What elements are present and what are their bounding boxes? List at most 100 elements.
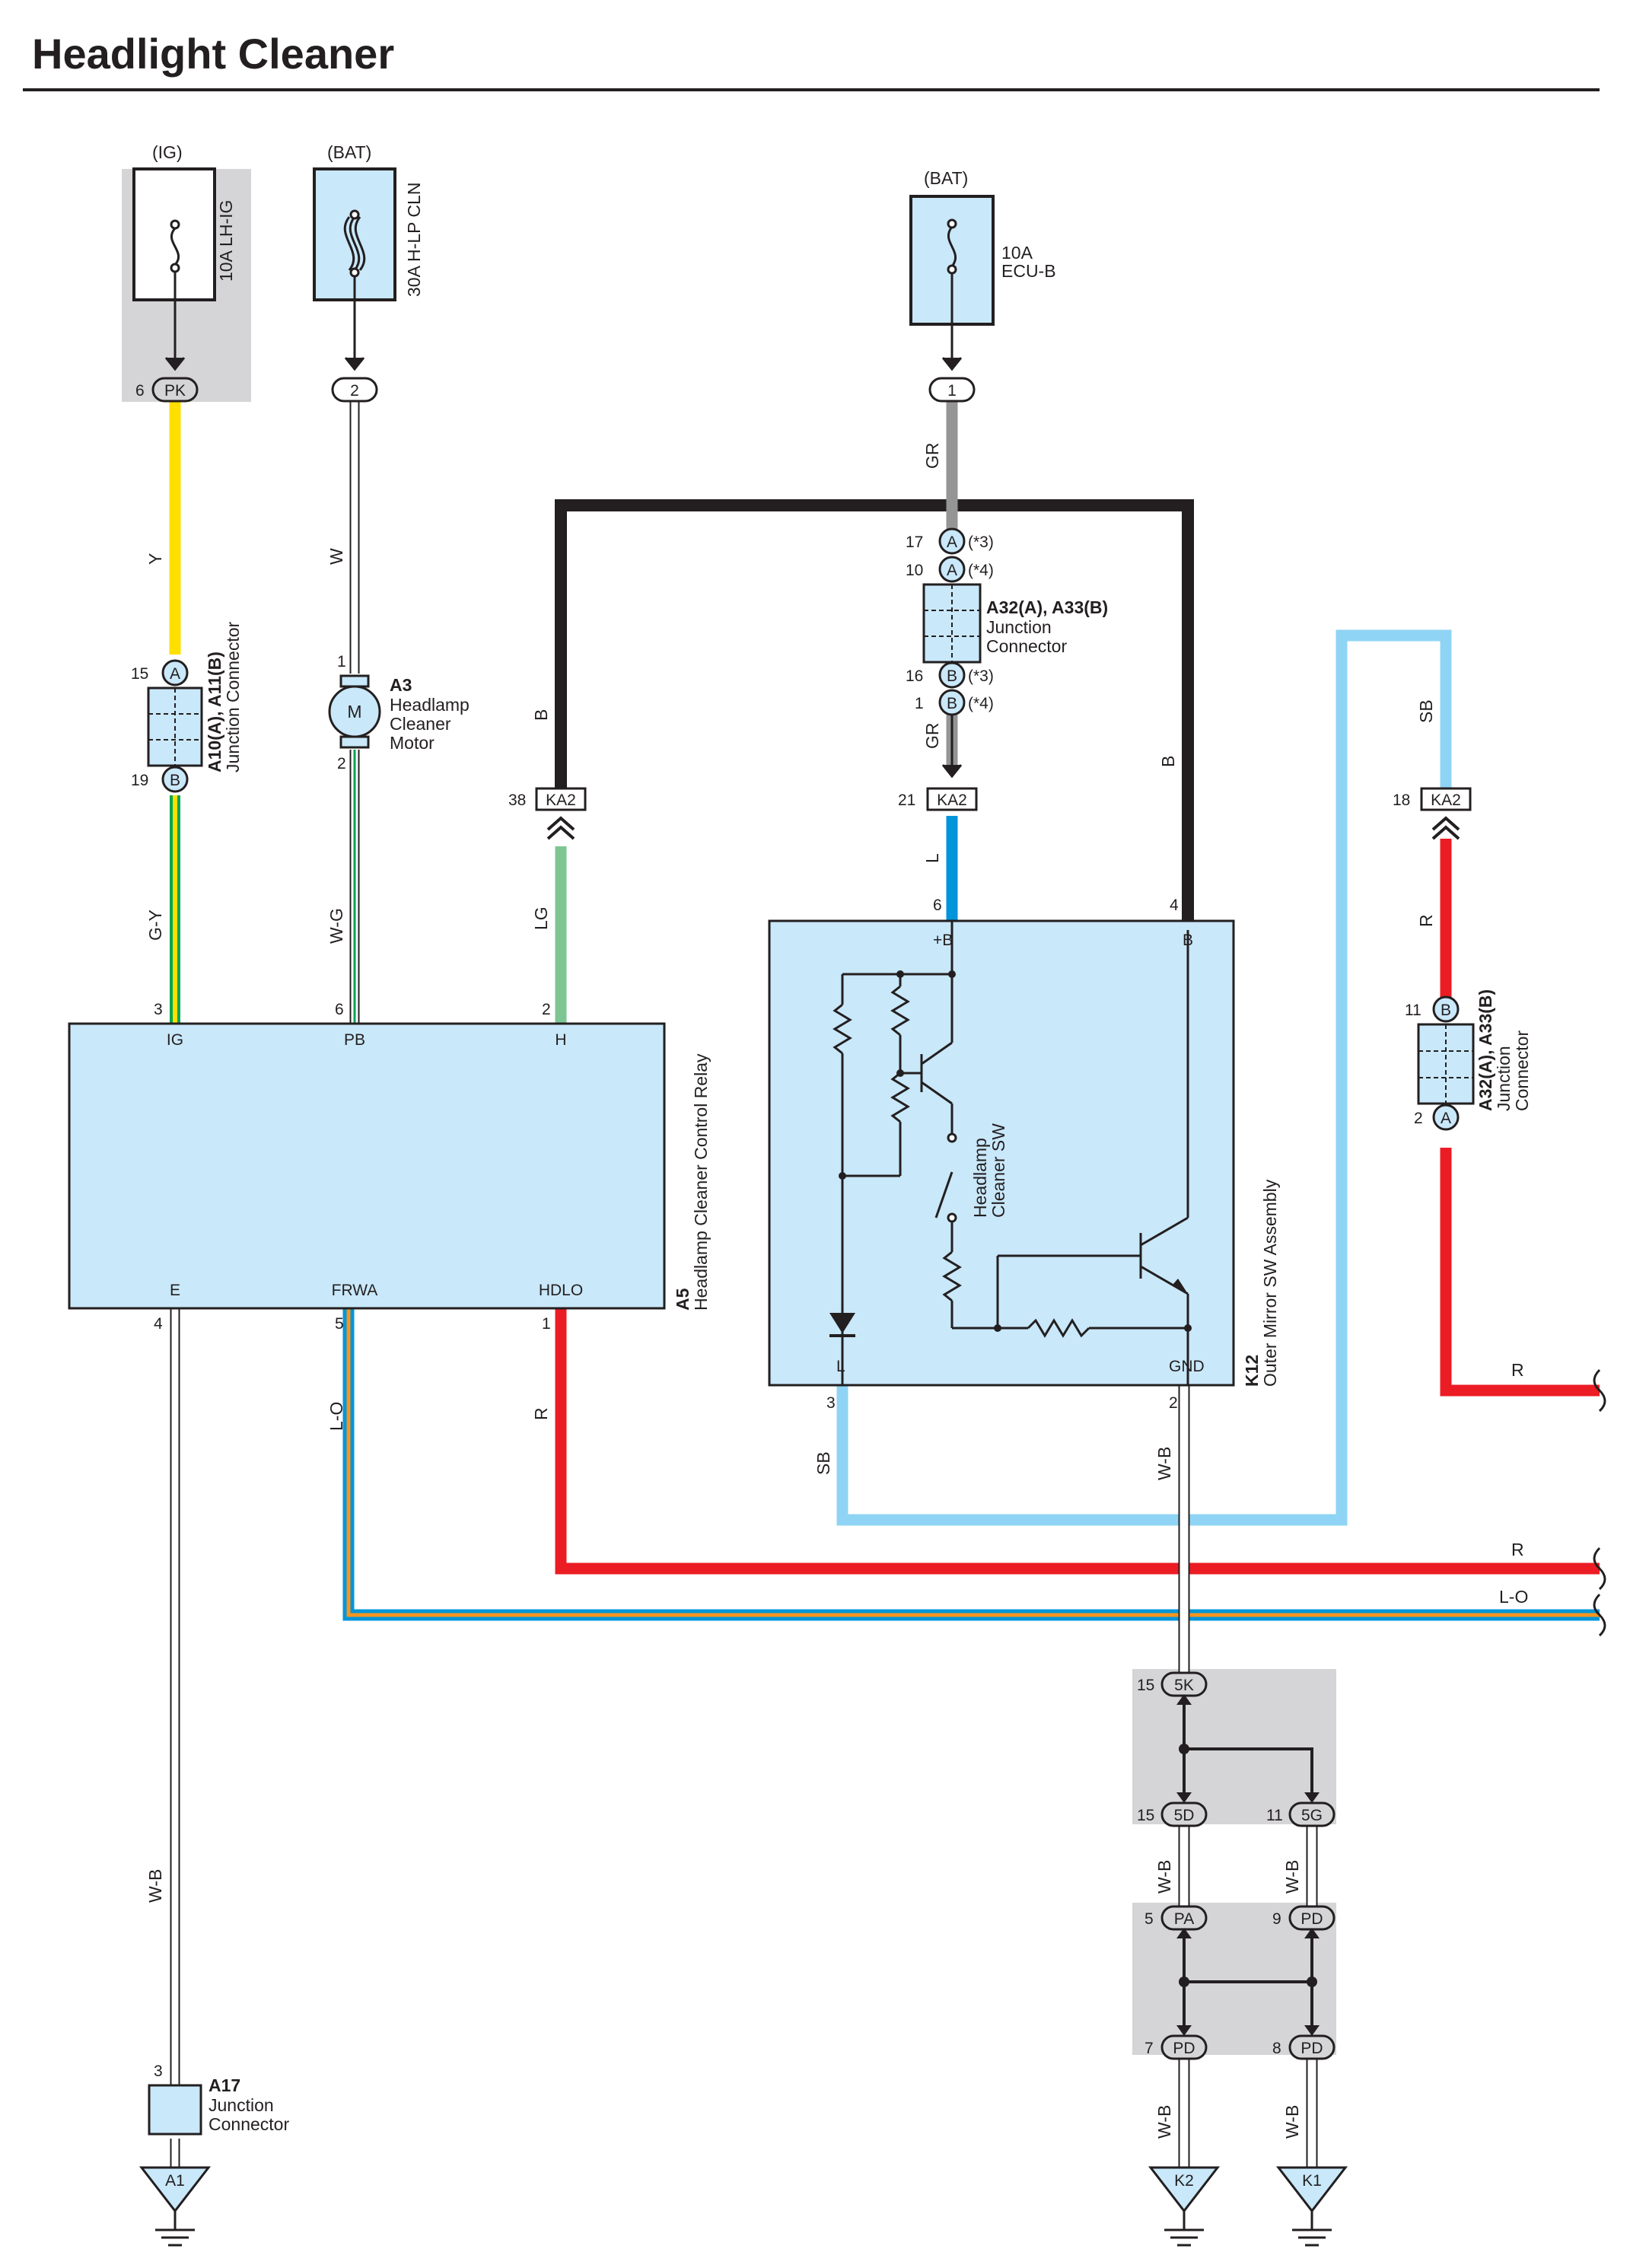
- wire-label-sb-1: SB: [1416, 699, 1436, 723]
- connector-5k: [1160, 1671, 1208, 1705]
- a10-pin-19: 19: [131, 772, 148, 789]
- wire-r-lower: [1440, 1148, 1600, 1397]
- ground-icon: [138, 2166, 212, 2247]
- ka2-pin-18: 18: [1393, 792, 1410, 809]
- wire-label-l-o-1: L-O: [326, 1402, 346, 1431]
- page-title: Headlight Cleaner: [32, 30, 394, 78]
- a5-num-pb: 6: [335, 1001, 344, 1018]
- k12-switch-line2: Cleaner SW: [989, 1123, 1008, 1218]
- a32-right-id: A32(A), A33(B): [1476, 989, 1495, 1111]
- a32-pin-a-17: A: [947, 534, 957, 551]
- wire-label-sb-2: SB: [813, 1451, 833, 1475]
- junction-connector-a32-top: [922, 527, 982, 779]
- connector-pk: [151, 377, 199, 403]
- headlamp-cleaner-motor: [328, 674, 381, 749]
- a5-num-hdlo: 1: [542, 1315, 551, 1333]
- connector-pd-br-label: PD: [1300, 2040, 1323, 2057]
- junction-dot: [1307, 1977, 1317, 1987]
- connector-5k-pin: 15: [1137, 1677, 1154, 1694]
- fuse-2-label: 30A H-LP CLN: [404, 183, 424, 297]
- fuse-3-name: ECU-B: [1001, 261, 1056, 281]
- junction-dot: [1179, 1977, 1189, 1987]
- note-4-a: (*4): [968, 562, 994, 579]
- a32-right-pin-b: B: [1441, 1002, 1451, 1019]
- connector-ka2-18: [1420, 787, 1472, 840]
- pin-1: 1: [915, 695, 924, 712]
- k12-pin-l: L: [836, 1358, 845, 1375]
- wire-label-r-1: R: [1416, 914, 1436, 927]
- junction-connector-a32-right: [1417, 995, 1475, 1131]
- k12-internal-circuit: [833, 921, 1189, 1385]
- wire-label-w-b-2: W-B: [1154, 1447, 1174, 1480]
- a3-line2: Cleaner: [390, 714, 451, 734]
- connector-1: [928, 377, 976, 403]
- connector-5d-label: 5D: [1174, 1807, 1195, 1824]
- connector-2: [331, 377, 378, 403]
- wire-label-gr-1: GR: [922, 443, 942, 470]
- ka2-pin-38: 38: [508, 792, 526, 809]
- k12-switch-line1: Headlamp: [970, 1138, 990, 1218]
- a32-pin-b-1: B: [947, 695, 957, 712]
- a32-right-line1: Junction: [1494, 1046, 1514, 1111]
- a32-right-line2: Connector: [1512, 1030, 1532, 1111]
- k12-node: [994, 1324, 1001, 1332]
- note-3-b: (*3): [968, 667, 994, 685]
- a5-num-e: 4: [154, 1315, 163, 1333]
- a32-right-pin-a: A: [1441, 1110, 1451, 1127]
- wire-label-w-b-3: W-B: [1154, 1860, 1174, 1894]
- a3-id: A3: [390, 675, 412, 695]
- connector-pd-bl-label: PD: [1173, 2040, 1195, 2057]
- switch-contact: [947, 1132, 957, 1143]
- a10-pin-15: 15: [131, 665, 148, 683]
- wire-label-g-y: G-Y: [145, 909, 165, 941]
- a5-pin-e: E: [170, 1282, 180, 1299]
- k12-pin-b: B: [1183, 932, 1193, 949]
- ka2-38-label: KA2: [546, 792, 576, 809]
- wire-label-l: L: [922, 853, 942, 863]
- wire-break-marks: [1593, 1368, 1606, 1637]
- a5-name: Headlamp Cleaner Control Relay: [691, 1053, 711, 1311]
- a5-id: A5: [673, 1288, 692, 1311]
- a5-pin-ig: IG: [167, 1031, 183, 1049]
- wire-b: [555, 499, 1194, 921]
- note-3-a: (*3): [968, 534, 994, 551]
- connector-2-label: 2: [350, 382, 359, 400]
- connector-ka2-38: [535, 787, 587, 840]
- wire-label-lg: LG: [531, 906, 551, 930]
- a17-line2: Connector: [209, 2114, 289, 2134]
- a10-name: Junction Connector: [223, 621, 243, 772]
- k12-num-gnd: 2: [1169, 1394, 1178, 1412]
- a5-pin-frwa: FRWA: [332, 1282, 378, 1299]
- connector-pd-top-label: PD: [1300, 1910, 1323, 1928]
- connector-5d-pin: 15: [1137, 1807, 1154, 1824]
- k12-node: [896, 970, 904, 978]
- connector-5g-label: 5G: [1301, 1807, 1323, 1824]
- connector-pd-bl-pin: 7: [1145, 2040, 1154, 2057]
- wire-sb: [836, 629, 1452, 1526]
- k12-num-b-plus: 6: [933, 897, 942, 914]
- fuse-30a-h-lp-cln: [313, 167, 396, 371]
- connector-pd-bottom-left: [1160, 2025, 1208, 2060]
- wire-label-w-b-5: W-B: [1154, 2105, 1174, 2139]
- power-ig-label: (IG): [152, 142, 183, 162]
- wire-label-b-1: B: [531, 709, 551, 721]
- connector-5g: [1288, 1792, 1336, 1827]
- wire-label-r-3: R: [1511, 1360, 1524, 1380]
- motor-symbol: M: [347, 702, 361, 721]
- note-4-b: (*4): [968, 695, 994, 712]
- wire-label-w-b-6: W-B: [1282, 2105, 1302, 2139]
- k12-node: [839, 1172, 846, 1180]
- switch-contact: [947, 1212, 957, 1223]
- pin-16: 16: [906, 667, 923, 685]
- pin-17: 17: [906, 534, 923, 551]
- junction-connector-a17: [148, 2084, 202, 2136]
- diode-icon: [829, 1313, 855, 1333]
- ka2-18-label: KA2: [1431, 792, 1461, 809]
- k12-num-l: 3: [826, 1394, 836, 1412]
- pin-10: 10: [906, 562, 923, 579]
- power-bat-2-label: (BAT): [924, 168, 968, 188]
- a32-pin-b-16: B: [947, 667, 957, 685]
- connector-5d: [1160, 1792, 1208, 1827]
- wire-label-gr-2: GR: [922, 723, 942, 750]
